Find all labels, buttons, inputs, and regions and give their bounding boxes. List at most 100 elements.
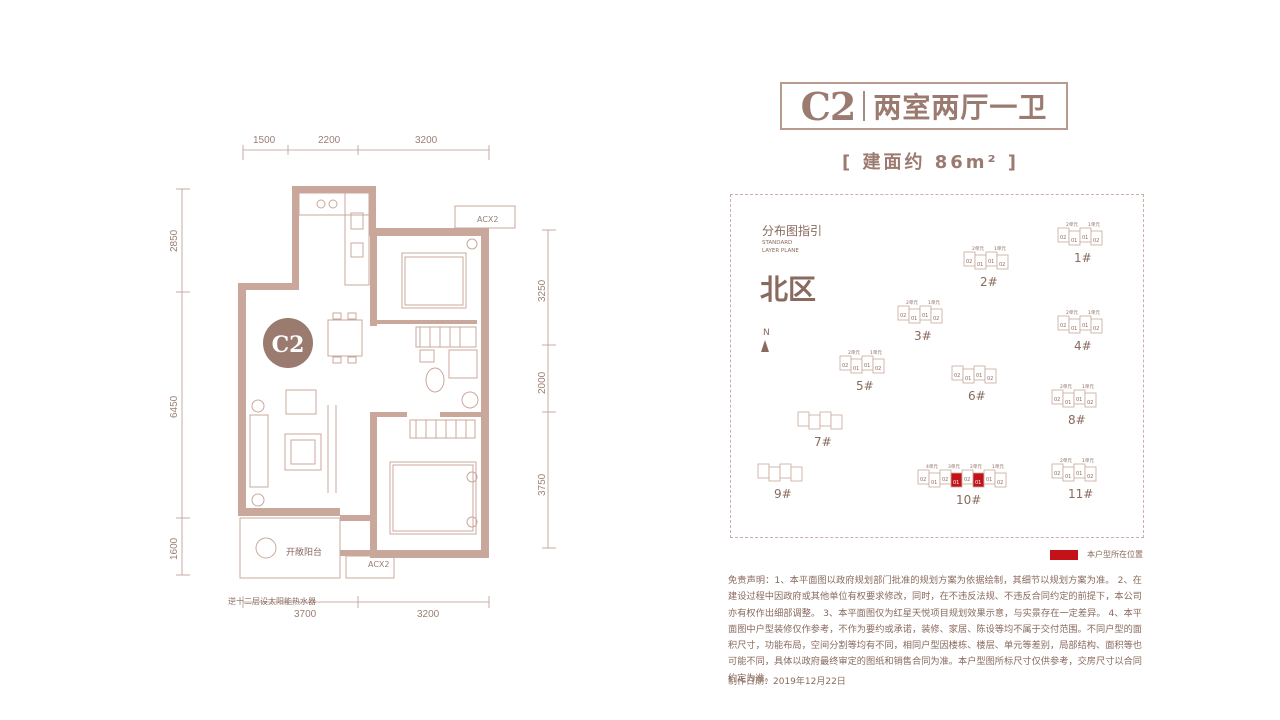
building-unit-header: 1单元 <box>994 245 1006 252</box>
building-unit-header: 2单元 <box>906 299 918 306</box>
building-unit-block <box>1090 318 1103 334</box>
building-unit-number: 02 <box>999 262 1005 268</box>
walls <box>238 186 489 558</box>
guide-title: 分布图指引 <box>762 224 823 238</box>
building-label: 11# <box>1068 487 1093 501</box>
unit-title-box: C2 两室两厅一卫 <box>780 82 1068 130</box>
unit-area: [ 建面约 86m² ] <box>842 152 1019 173</box>
dim-right-1: 3250 <box>537 279 548 302</box>
building-unit-number: 01 <box>1082 323 1088 329</box>
building-unit-number: 02 <box>1087 474 1093 480</box>
building-unit-block <box>1084 392 1097 408</box>
floor-plan: 1500 2200 3200 3700 3200 2850 6450 1600 … <box>169 135 556 620</box>
building-unit-header: 2单元 <box>970 463 982 470</box>
building-unit-number: 02 <box>942 477 948 483</box>
building-unit-number: 01 <box>965 376 971 382</box>
building-unit-number: 01 <box>976 373 982 379</box>
bedroom-2-furniture <box>389 419 478 535</box>
building-unit-header: 2单元 <box>848 349 860 356</box>
building-unit-number: 02 <box>1087 400 1093 406</box>
guide-subtitle-2: LAYER PLANE <box>762 248 799 254</box>
building-label: 4# <box>1074 339 1092 353</box>
legend-label: 本户型所在位置 <box>1087 550 1143 559</box>
building-unit-number: 01 <box>1065 474 1071 480</box>
building-unit-block <box>996 254 1009 270</box>
building-unit-block <box>994 472 1007 488</box>
ac-label-2: ACX2 <box>368 560 390 569</box>
building-label: 6# <box>968 389 986 403</box>
building-7: 7# <box>797 411 843 449</box>
building-unit-header: 2单元 <box>1060 383 1072 390</box>
building-unit-number: 02 <box>900 313 906 319</box>
building-unit-number: 02 <box>1054 471 1060 477</box>
north-label: N <box>763 328 770 338</box>
bathroom-fixtures <box>419 349 479 409</box>
building-unit-header: 1单元 <box>1082 383 1094 390</box>
building-unit-header: 3单元 <box>948 463 960 470</box>
building-unit-number: 01 <box>931 480 937 486</box>
production-date: 制作日期：2019年12月22日 <box>728 677 846 687</box>
building-unit-number: 01 <box>1076 397 1082 403</box>
building-unit-number: 01 <box>922 313 928 319</box>
building-unit-number: 02 <box>997 480 1003 486</box>
balcony <box>239 517 341 579</box>
building-unit-block <box>872 358 885 374</box>
balcony-label: 开敞阳台 <box>286 546 322 558</box>
dim-top-3: 3200 <box>415 135 438 146</box>
building-label: 7# <box>814 435 832 449</box>
building-label: 2# <box>980 275 998 289</box>
north-arrow-icon <box>761 340 769 352</box>
building-unit-number: 02 <box>842 363 848 369</box>
unit-type-name: 两室两厅一卫 <box>873 91 1048 124</box>
building-unit-number: 01 <box>953 480 959 486</box>
building-unit-number: 01 <box>975 480 981 486</box>
building-unit-block <box>819 411 832 427</box>
dimension-lines <box>176 145 556 608</box>
building-unit-number: 01 <box>911 316 917 322</box>
kitchen-counter <box>298 192 370 286</box>
dim-left-1: 2850 <box>169 229 180 252</box>
building-unit-number: 02 <box>1093 238 1099 244</box>
building-unit-block <box>984 368 997 384</box>
building-unit-header: 1单元 <box>870 349 882 356</box>
bedroom-1-furniture <box>401 238 478 348</box>
building-label: 9# <box>774 487 792 501</box>
building-unit-header: 2单元 <box>1066 309 1078 316</box>
dim-bottom-2: 3200 <box>417 609 440 620</box>
building-unit-header: 2单元 <box>1060 457 1072 464</box>
building-unit-block <box>768 466 781 482</box>
legend-swatch <box>1050 550 1078 560</box>
dim-right-3: 3750 <box>537 473 548 496</box>
building-unit-block <box>797 411 810 427</box>
ac-units <box>345 205 516 579</box>
building-unit-number: 02 <box>1060 235 1066 241</box>
ac-label-1: ACX2 <box>477 215 499 224</box>
building-unit-number: 01 <box>988 259 994 265</box>
dining-table <box>327 312 363 364</box>
building-unit-block <box>930 308 943 324</box>
building-unit-number: 01 <box>986 477 992 483</box>
building-unit-block <box>790 466 803 482</box>
dim-top-2: 2200 <box>318 135 341 146</box>
building-unit-number: 01 <box>1065 400 1071 406</box>
building-unit-block <box>808 414 821 430</box>
building-unit-header: 4单元 <box>926 463 938 470</box>
site-guide-map <box>730 194 1144 538</box>
title-divider <box>863 91 866 121</box>
building-unit-number: 01 <box>1082 235 1088 241</box>
building-label: 10# <box>956 493 981 507</box>
building-unit-number: 01 <box>853 366 859 372</box>
unit-badge-label: C2 <box>272 332 305 358</box>
guide-subtitle-1: STANDARD <box>762 240 793 246</box>
building-unit-header: 1单元 <box>1082 457 1094 464</box>
building-unit-header: 1单元 <box>1088 221 1100 228</box>
building-unit-number: 02 <box>875 366 881 372</box>
building-unit-number: 01 <box>1071 326 1077 332</box>
building-unit-number: 02 <box>964 477 970 483</box>
